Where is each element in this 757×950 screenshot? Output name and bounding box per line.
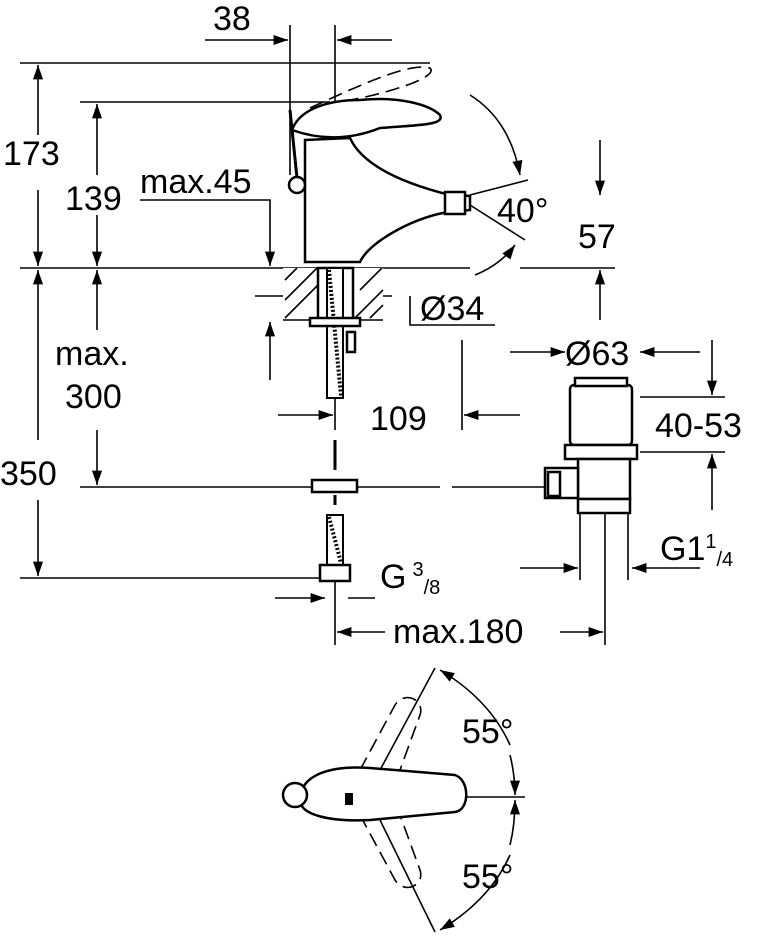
- dim-max180: max.180: [393, 613, 523, 651]
- dim-57: 57: [578, 218, 616, 256]
- angle-40: 40°: [497, 192, 548, 230]
- g38-sup: 3: [412, 559, 423, 581]
- g38-sub: /8: [424, 577, 441, 599]
- dim-dia34: Ø34: [420, 290, 484, 328]
- dim-max300-line1: max.: [55, 335, 129, 373]
- dim-40-53: 40-53: [655, 407, 742, 445]
- dim-max45: max.45: [140, 163, 252, 201]
- angle-55-bottom: 55°: [462, 858, 513, 896]
- faucet-side-view: [283, 66, 472, 583]
- dim-350: 350: [0, 455, 57, 493]
- dim-max300-line2: 300: [65, 378, 122, 416]
- dim-139: 139: [65, 180, 122, 218]
- angle-55-top: 55°: [462, 713, 513, 751]
- dim-38: 38: [213, 0, 251, 38]
- g114-sup: 1: [705, 531, 716, 553]
- g38-main: G: [380, 558, 406, 596]
- faucet-top-view: [281, 667, 525, 933]
- dim-dia63: Ø63: [565, 335, 629, 373]
- dim-g1-1-4: G11/4: [660, 530, 733, 571]
- g114-main: G1: [660, 530, 705, 568]
- dim-109: 109: [370, 400, 427, 438]
- g114-sub: /4: [716, 549, 733, 571]
- dimension-arrows: [32, 34, 725, 638]
- waste-assembly: [543, 376, 639, 580]
- dim-173: 173: [3, 135, 60, 173]
